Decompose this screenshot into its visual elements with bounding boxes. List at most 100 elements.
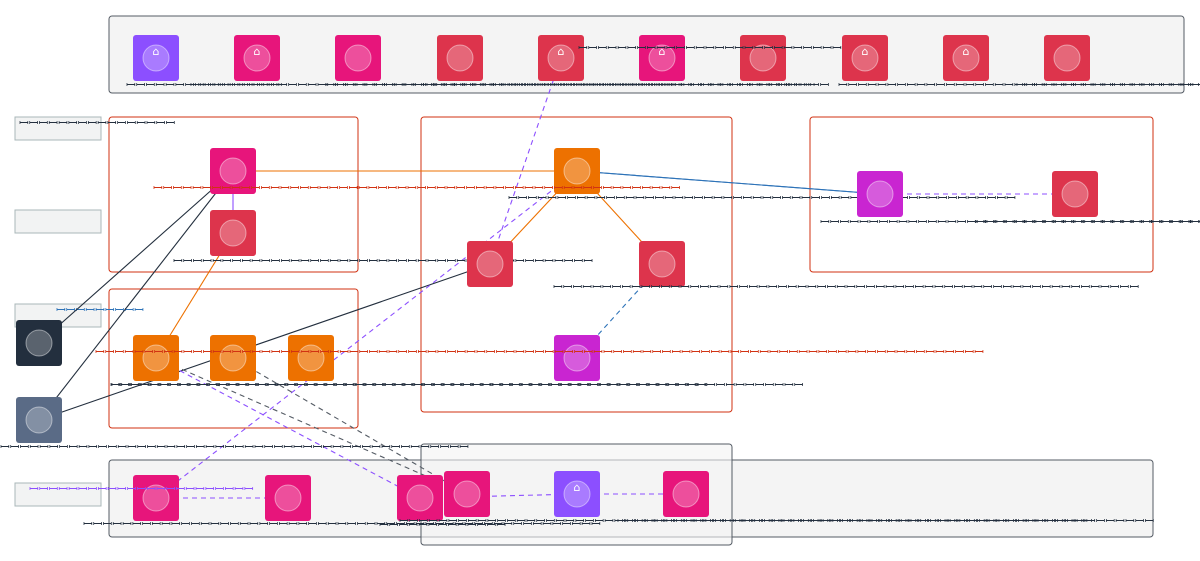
service-tile[interactable]	[554, 471, 600, 517]
node-t4[interactable]: ꟷꟷꟷꟷꟷꟷꟷꟷꟷꟷꟷꟷꟷꟷꟷꟷꟷꟷꟷꟷꟷꟷꟷꟷꟷꟷꟷꟷꟷꟷꟷꟷꟷꟷꟷꟷꟷꟷ	[426, 35, 797, 92]
service-tile[interactable]	[740, 35, 786, 81]
service-icon	[851, 44, 879, 72]
side-label-box-1: ꟷꟷꟷꟷꟷꟷꟷꟷꟷꟷꟷꟷꟷꟷꟷꟷ	[14, 116, 176, 141]
service-tile[interactable]	[210, 335, 256, 381]
service-tile[interactable]	[1052, 171, 1098, 217]
edge-l2-to-m2	[38, 262, 491, 421]
node-t8[interactable]: ⌂ ꟷꟷꟷꟷꟷꟷꟷꟷꟷꟷꟷꟷꟷꟷꟷꟷꟷꟷꟷꟷꟷꟷꟷꟷꟷꟷꟷꟷꟷꟷꟷꟷꟷꟷꟷꟷꟷꟷꟷ…	[838, 35, 1200, 92]
node-b2[interactable]	[210, 335, 256, 381]
service-icon	[1053, 44, 1081, 72]
group-left-upper	[108, 116, 359, 273]
service-glyph-icon: ⌂	[574, 481, 581, 494]
node-label: ꟷꟷꟷꟷꟷꟷꟷꟷꟷꟷꟷꟷꟷꟷꟷꟷꟷꟷꟷꟷꟷꟷꟷꟷꟷꟷꟷꟷꟷꟷꟷꟷꟷꟷꟷꟷꟷꟷꟷꟷ…	[399, 514, 1093, 528]
service-tile[interactable]	[663, 471, 709, 517]
node-label: ꟷꟷꟷꟷꟷꟷꟷꟷꟷꟷꟷꟷꟷꟷꟷꟷꟷꟷꟷꟷꟷꟷꟷꟷꟷꟷꟷꟷꟷꟷꟷꟷꟷꟷꟷꟷꟷꟷꟷꟷ…	[0, 440, 469, 454]
node-t9[interactable]: ⌂	[943, 35, 989, 81]
service-tile[interactable]	[16, 320, 62, 366]
service-icon	[344, 44, 372, 72]
node-n2[interactable]	[265, 475, 311, 521]
service-tile[interactable]	[554, 335, 600, 381]
group-top-label: ꟷꟷꟷꟷꟷꟷꟷꟷꟷꟷꟷꟷꟷꟷꟷꟷꟷꟷꟷꟷꟷꟷꟷꟷꟷꟷꟷ	[578, 41, 842, 55]
node-l1[interactable]	[16, 320, 62, 366]
service-tile[interactable]	[234, 35, 280, 81]
service-tile[interactable]	[842, 35, 888, 81]
node-b3[interactable]	[288, 335, 334, 381]
edge-n3-to-n5	[419, 489, 578, 499]
service-icon	[866, 180, 894, 208]
service-tile[interactable]	[467, 241, 513, 287]
side-label-3: ꟷꟷꟷꟷꟷꟷꟷꟷꟷ	[56, 303, 144, 317]
service-icon	[446, 44, 474, 72]
node-t1[interactable]: ⌂ ꟷꟷꟷꟷꟷꟷꟷꟷꟷꟷꟷꟷꟷꟷꟷꟷ	[126, 35, 283, 92]
service-tile[interactable]	[444, 471, 490, 517]
node-label: ꟷꟷꟷꟷꟷꟷꟷꟷꟷꟷꟷꟷꟷꟷꟷꟷꟷꟷꟷꟷꟷꟷꟷꟷꟷꟷꟷꟷꟷꟷꟷꟷꟷ	[507, 78, 830, 92]
service-tile[interactable]	[397, 475, 443, 521]
service-tile[interactable]	[554, 148, 600, 194]
service-tile[interactable]	[16, 397, 62, 443]
service-glyph-icon: ⌂	[558, 45, 565, 58]
service-icon	[219, 344, 247, 372]
side-label-box-4	[14, 482, 102, 507]
node-a1[interactable]	[210, 148, 256, 194]
service-tile[interactable]	[538, 35, 584, 81]
node-n4[interactable]: ꟷꟷꟷꟷꟷꟷꟷꟷꟷꟷꟷꟷꟷꟷꟷꟷꟷꟷꟷꟷꟷꟷꟷꟷꟷꟷꟷꟷꟷꟷꟷꟷꟷꟷꟷꟷꟷꟷꟷꟷ…	[399, 471, 1093, 528]
service-icon	[274, 484, 302, 512]
node-b1[interactable]: ꟷꟷꟷꟷꟷꟷꟷꟷꟷꟷꟷꟷꟷꟷꟷꟷꟷꟷꟷꟷꟷꟷꟷꟷꟷꟷꟷꟷꟷꟷꟷꟷꟷꟷꟷꟷꟷꟷꟷꟷ…	[110, 335, 804, 392]
node-t10[interactable]: ꟷꟷꟷꟷꟷꟷꟷꟷꟷꟷꟷꟷꟷꟷꟷꟷꟷꟷꟷꟷꟷꟷꟷꟷꟷꟷꟷꟷꟷꟷꟷꟷꟷꟷꟷꟷꟷꟷꟷꟷ…	[1016, 35, 1200, 92]
service-tile[interactable]	[210, 148, 256, 194]
node-m1[interactable]: ꟷꟷꟷꟷꟷꟷꟷꟷꟷꟷꟷꟷꟷꟷꟷꟷꟷꟷꟷꟷꟷꟷꟷꟷꟷꟷꟷꟷꟷꟷꟷꟷꟷꟷꟷꟷꟷꟷꟷꟷ…	[508, 148, 1016, 205]
edge-b1-to-n3	[155, 357, 421, 499]
node-m4[interactable]	[554, 335, 600, 381]
node-n3[interactable]: ꟷꟷꟷꟷꟷꟷꟷꟷꟷꟷꟷꟷꟷ	[379, 475, 506, 532]
node-t3[interactable]: ꟷꟷꟷꟷꟷꟷꟷꟷꟷꟷꟷꟷꟷꟷꟷꟷꟷꟷꟷꟷꟷꟷꟷꟷꟷꟷꟷꟷꟷꟷꟷꟷꟷꟷꟷꟷ	[325, 35, 677, 92]
node-label: ꟷꟷꟷꟷꟷꟷꟷꟷꟷꟷꟷꟷꟷꟷꟷꟷ	[126, 78, 283, 92]
service-tile[interactable]	[437, 35, 483, 81]
service-tile[interactable]	[133, 335, 179, 381]
node-r1[interactable]: ꟷꟷꟷꟷꟷꟷꟷꟷꟷꟷꟷꟷꟷꟷꟷꟷꟷꟷꟷꟷꟷꟷꟷꟷꟷꟷꟷꟷꟷꟷꟷꟷꟷꟷꟷꟷꟷꟷꟷꟷ…	[820, 171, 1200, 229]
service-icon	[563, 157, 591, 185]
group-left-lower-label: ꟷꟷꟷꟷꟷꟷꟷꟷꟷꟷꟷꟷꟷꟷꟷꟷꟷꟷꟷꟷꟷꟷꟷꟷꟷꟷꟷꟷꟷꟷꟷꟷꟷꟷꟷꟷꟷꟷꟷꟷ…	[111, 378, 707, 392]
service-tile[interactable]	[639, 241, 685, 287]
node-r2[interactable]: ꟷꟷꟷꟷꟷꟷꟷꟷꟷꟷꟷꟷꟷꟷꟷꟷꟷꟷꟷꟷꟷꟷꟷꟷꟷꟷꟷꟷꟷꟷꟷꟷꟷꟷꟷꟷꟷꟷꟷꟷ…	[975, 171, 1200, 229]
service-icon	[406, 484, 434, 512]
service-tile[interactable]	[265, 475, 311, 521]
service-icon	[142, 344, 170, 372]
service-icon	[297, 344, 325, 372]
service-tile[interactable]	[857, 171, 903, 217]
service-icon	[547, 44, 575, 72]
node-t6[interactable]: ⌂	[639, 35, 685, 81]
node-m3[interactable]: ꟷꟷꟷꟷꟷꟷꟷꟷꟷꟷꟷꟷꟷꟷꟷꟷꟷꟷꟷꟷꟷꟷꟷꟷꟷꟷꟷꟷꟷꟷꟷꟷꟷꟷꟷꟷꟷꟷꟷꟷ…	[553, 241, 1139, 294]
node-n6[interactable]: ꟷꟷꟷꟷꟷꟷꟷꟷꟷꟷꟷꟷꟷꟷꟷꟷꟷꟷꟷꟷꟷꟷꟷꟷꟷꟷꟷꟷꟷꟷꟷꟷꟷꟷꟷꟷꟷꟷꟷꟷ…	[617, 471, 1154, 528]
service-icon	[749, 44, 777, 72]
group-middle	[420, 116, 733, 413]
node-label: ꟷꟷꟷꟷꟷꟷꟷꟷꟷꟷꟷꟷꟷꟷꟷꟷꟷꟷꟷꟷꟷꟷꟷꟷꟷꟷꟷꟷꟷꟷꟷꟷꟷꟷꟷꟷꟷꟷꟷꟷ…	[617, 514, 1154, 528]
node-t7[interactable]: ꟷꟷꟷꟷ	[740, 35, 815, 92]
node-label: ꟷꟷꟷꟷꟷꟷꟷꟷꟷꟷꟷꟷꟷꟷꟷꟷꟷꟷꟷꟷꟷꟷꟷꟷꟷꟷꟷꟷꟷꟷꟷꟷꟷꟷꟷꟷꟷꟷꟷꟷ…	[1016, 78, 1200, 92]
service-tile[interactable]	[639, 35, 685, 81]
node-n5[interactable]: ⌂	[554, 471, 600, 517]
node-label: ꟷꟷꟷꟷ	[776, 78, 815, 92]
service-icon	[1061, 180, 1089, 208]
service-tile[interactable]	[1044, 35, 1090, 81]
node-t2[interactable]: ⌂ꟷꟷꟷꟷꟷꟷꟷꟷꟷꟷꟷꟷꟷꟷꟷꟷꟷꟷꟷꟷꟷꟷꟷꟷꟷꟷꟷꟷꟷꟷꟷꟷ	[190, 35, 503, 92]
service-icon	[563, 344, 591, 372]
edge-l1-to-a1	[38, 170, 234, 344]
service-icon	[476, 250, 504, 278]
service-icon	[453, 480, 481, 508]
service-tile[interactable]	[133, 35, 179, 81]
service-glyph-icon: ⌂	[153, 45, 160, 58]
service-tile[interactable]	[943, 35, 989, 81]
service-tile[interactable]	[335, 35, 381, 81]
node-m2[interactable]	[467, 241, 513, 287]
node-t5[interactable]: ⌂ꟷꟷꟷꟷꟷꟷꟷꟷꟷꟷꟷꟷꟷꟷꟷꟷꟷꟷꟷꟷꟷꟷꟷꟷꟷꟷꟷꟷꟷꟷꟷꟷꟷ	[507, 35, 830, 92]
service-tile[interactable]	[288, 335, 334, 381]
edges	[38, 57, 1076, 503]
service-tile[interactable]	[133, 475, 179, 521]
edge-l2-to-a1	[38, 170, 234, 421]
node-n1[interactable]: ꟷꟷꟷꟷꟷꟷꟷꟷꟷꟷꟷꟷꟷꟷꟷꟷꟷꟷꟷꟷꟷꟷꟷꟷꟷꟷꟷꟷꟷꟷꟷꟷꟷꟷꟷꟷꟷꟷꟷꟷ…	[83, 475, 601, 531]
node-label: ꟷꟷꟷꟷꟷꟷꟷꟷꟷꟷꟷꟷꟷꟷꟷꟷꟷꟷꟷꟷꟷꟷꟷꟷꟷꟷꟷꟷꟷꟷꟷꟷ	[190, 78, 503, 92]
node-l2[interactable]: ꟷꟷꟷꟷꟷꟷꟷꟷꟷꟷꟷꟷꟷꟷꟷꟷꟷꟷꟷꟷꟷꟷꟷꟷꟷꟷꟷꟷꟷꟷꟷꟷꟷꟷꟷꟷꟷꟷꟷꟷ…	[0, 397, 469, 454]
node-a2[interactable]: ꟷꟷꟷꟷꟷꟷꟷꟷꟷꟷꟷꟷꟷꟷꟷꟷꟷꟷꟷꟷꟷꟷꟷꟷꟷꟷꟷꟷꟷꟷꟷꟷꟷꟷꟷꟷꟷꟷꟷꟷ…	[173, 210, 593, 268]
service-tile[interactable]	[210, 210, 256, 256]
service-icon	[25, 406, 53, 434]
